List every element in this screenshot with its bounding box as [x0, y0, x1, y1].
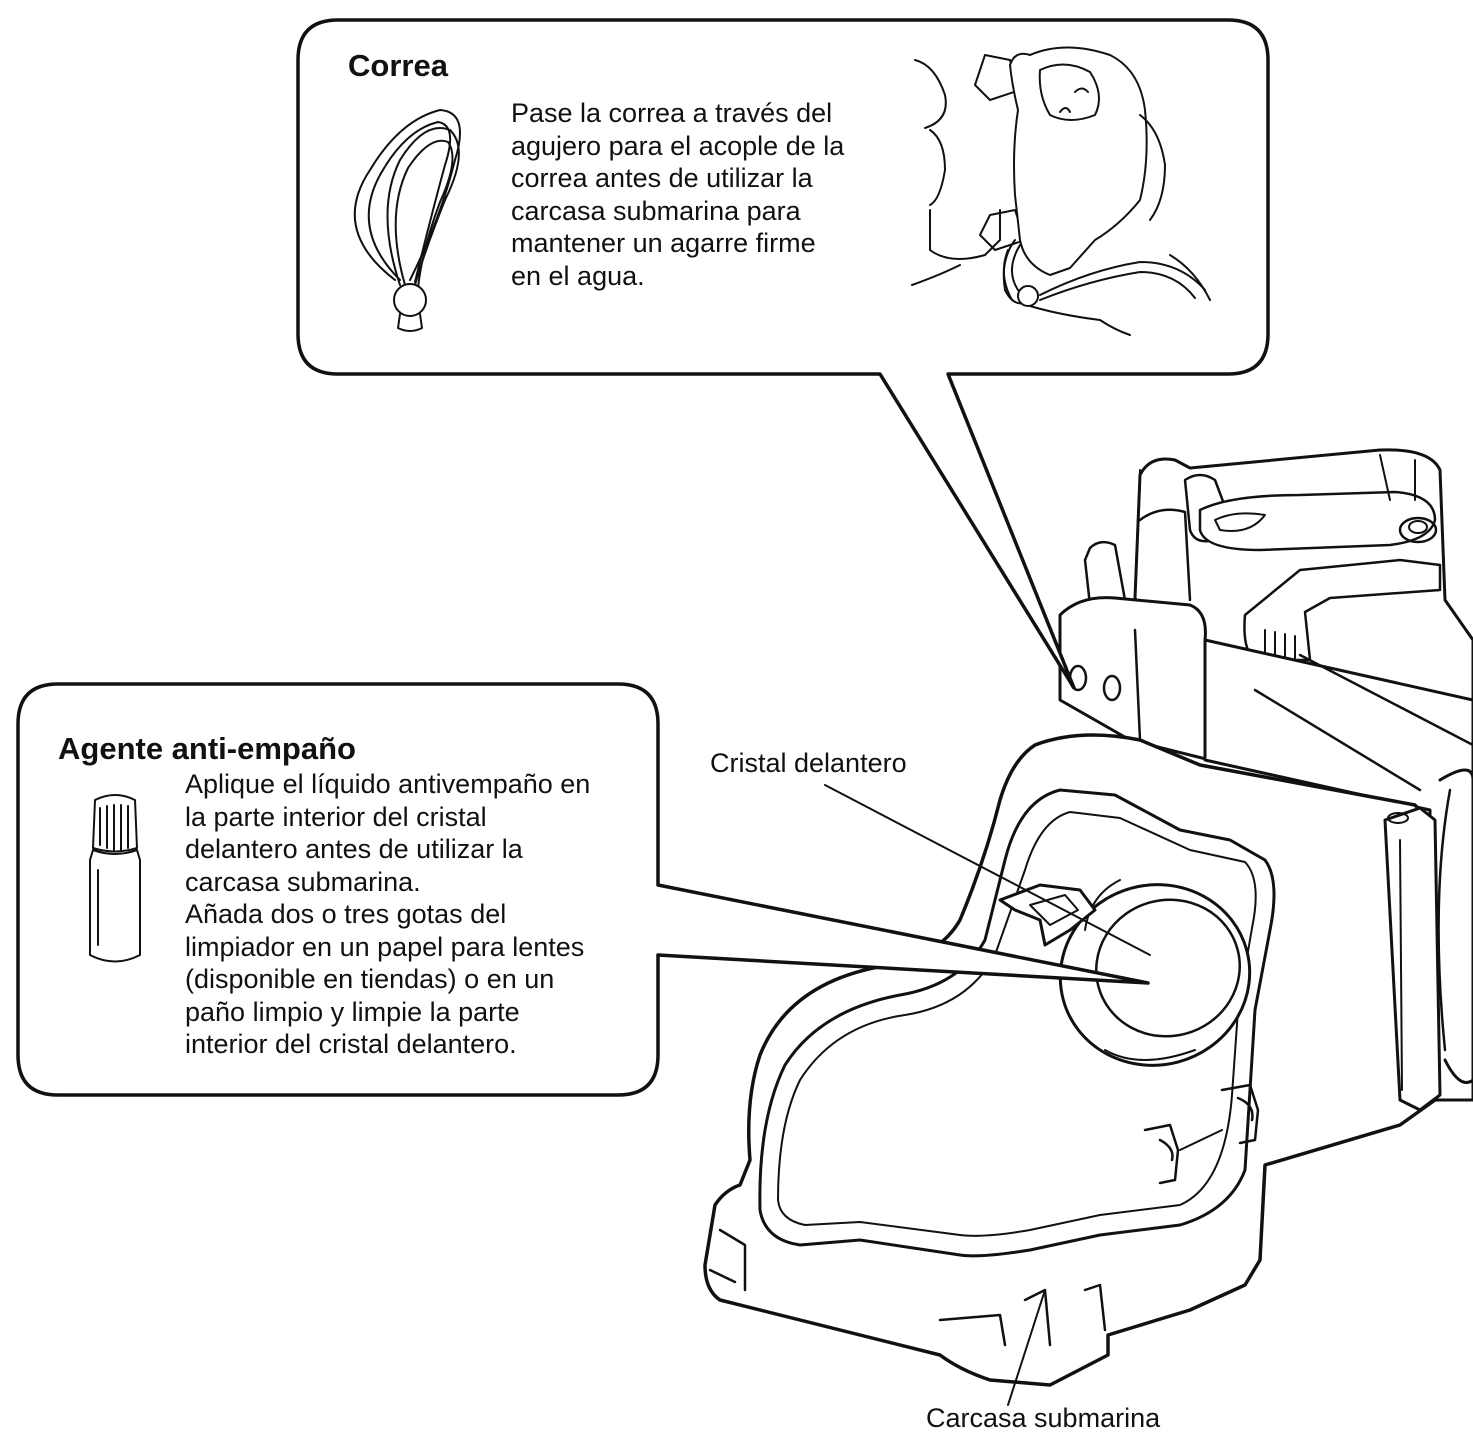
- strap-callout-text: Pase la correa a través del agujero para…: [511, 97, 844, 292]
- text-line: paño limpio y limpie la parte: [185, 996, 520, 1027]
- hand-strap-sketch: [911, 46, 1211, 336]
- housing-label: Carcasa submarina: [926, 1403, 1161, 1433]
- text-line: (disponible en tiendas) o en un: [185, 964, 555, 994]
- text-line: limpiador en un papel para lentes: [185, 931, 585, 962]
- text-line: delantero antes de utilizar la: [185, 834, 523, 864]
- antifog-bottle-icon: [89, 794, 141, 963]
- front-glass-leader: [824, 784, 1151, 956]
- housing-leader: [1007, 1289, 1046, 1406]
- text-line: correa antes de utilizar la: [511, 163, 813, 193]
- text-line: en el agua.: [511, 260, 645, 291]
- text-line: Añada dos o tres gotas del: [185, 899, 507, 929]
- text-line: la parte interior del cristal: [185, 801, 487, 832]
- strap-loop-icon: [353, 109, 461, 332]
- text-line: agujero para el acople de la: [511, 130, 845, 161]
- text-line: mantener un agarre firme: [511, 228, 816, 258]
- text-line: Pase la correa a través del: [511, 98, 833, 128]
- text-line: Aplique el líquido antivempaño en: [185, 769, 591, 799]
- antifog-callout-title: Agente anti-empaño: [58, 731, 356, 766]
- underwater-housing-illustration: [703, 448, 1473, 1387]
- text-line: interior del cristal delantero.: [185, 1029, 517, 1059]
- text-line: carcasa submarina para: [511, 195, 801, 226]
- strap-callout-title: Correa: [348, 48, 448, 83]
- text-line: carcasa submarina.: [185, 866, 421, 897]
- antifog-callout-bubble: [16, 682, 1150, 1097]
- antifog-callout-text: Aplique el líquido antivempaño en la par…: [185, 768, 590, 1061]
- front-glass-label: Cristal delantero: [710, 748, 907, 778]
